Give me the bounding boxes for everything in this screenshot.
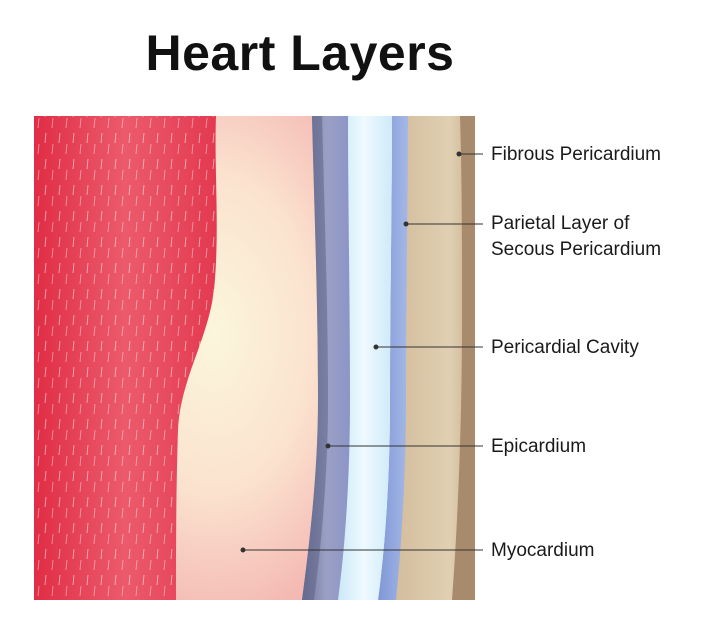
label-parietal-layer: Parietal Layer of Secous Pericardium <box>491 211 661 263</box>
label-myocardium: Myocardium <box>491 540 595 561</box>
fibrous-pericardium-layer <box>392 116 475 600</box>
label-parietal-line1: Parietal Layer of <box>491 213 630 234</box>
page-title: Heart Layers <box>145 25 455 81</box>
label-fibrous-pericardium: Fibrous Pericardium <box>491 144 661 165</box>
leader-lines <box>240 151 483 553</box>
parietal-layer <box>378 116 408 600</box>
label-parietal-line2: Secous Pericardium <box>491 239 662 260</box>
label-epicardium: Epicardium <box>491 436 587 457</box>
pericardial-cavity-layer <box>336 116 392 600</box>
label-pericardial-cavity: Pericardial Cavity <box>491 337 639 358</box>
